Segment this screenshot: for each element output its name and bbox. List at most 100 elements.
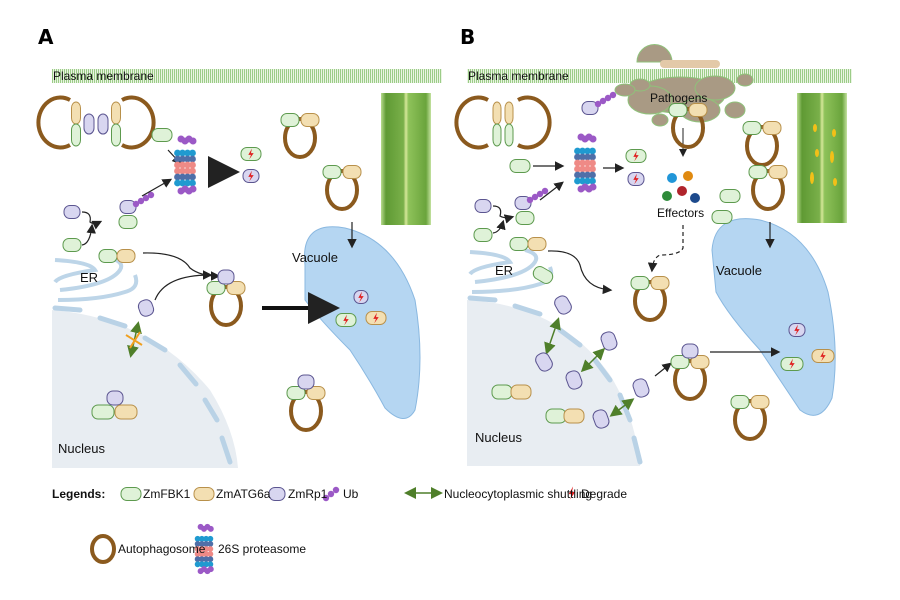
vacuole (711, 218, 836, 416)
zmfbk1 (71, 123, 81, 147)
zmatg6a (768, 165, 788, 179)
vacuole-label: Vacuole (292, 250, 338, 265)
zmrp1 (565, 370, 583, 390)
zmrp1 (97, 113, 109, 135)
zmrp1 (83, 113, 95, 135)
proteasome (574, 133, 597, 193)
legend: Legends: ZmFBK1 ZmATG6a ZmRp1 Ub Nucleoc… (52, 486, 627, 575)
ub-chain (594, 91, 617, 108)
subunit (194, 541, 201, 547)
vacuole (304, 226, 421, 419)
subunit (179, 179, 186, 187)
subunit (203, 541, 210, 547)
effector-4 (677, 186, 687, 196)
lightning-icon (633, 173, 639, 185)
effectors-label: Effectors (657, 206, 704, 220)
zmrp1 (217, 269, 235, 285)
plasma-membrane (467, 69, 852, 83)
zmatg6a (71, 101, 81, 125)
zmfbk1 (719, 189, 741, 203)
subunit (198, 535, 205, 542)
panel-b: B Plasma membrane ER Nucleus Vacuole (454, 25, 852, 466)
zmrp1 (600, 331, 618, 351)
subunit (574, 153, 581, 161)
subunit (207, 561, 214, 568)
autophagosome (673, 359, 707, 401)
zmfbk1 (111, 123, 121, 147)
autophagosome (733, 399, 767, 441)
autophagosome (633, 280, 667, 322)
autophagosome (283, 117, 317, 159)
autophagosome (325, 169, 359, 211)
zmatg6a (762, 121, 782, 135)
subunit (579, 147, 586, 155)
subunit (198, 561, 205, 568)
zmrp1 (632, 378, 650, 398)
zmrp1 (554, 295, 572, 315)
subunit (574, 165, 581, 173)
subunit (584, 153, 591, 161)
ub-bead (541, 187, 549, 195)
ub-bead (536, 190, 544, 198)
subunit (179, 155, 186, 163)
cap-bead (207, 566, 214, 573)
autophagosome-complex (668, 103, 708, 149)
subunit (203, 556, 210, 563)
autophagosome-complex (286, 374, 326, 432)
zmfbk1 (748, 165, 768, 179)
subunit (174, 179, 181, 187)
subunit (179, 149, 186, 157)
cap-bead (189, 137, 197, 145)
zmatg6a (306, 386, 326, 400)
ub-bead (594, 100, 602, 108)
lightning-icon (358, 291, 364, 303)
subunit (207, 556, 214, 563)
zmrp1 (592, 409, 610, 429)
zmatg6a (111, 101, 121, 125)
curved-arrow (154, 270, 213, 301)
subunit (584, 171, 591, 179)
subunit (203, 561, 210, 568)
arrow (539, 181, 564, 201)
nuclear-complex (91, 390, 138, 420)
cap-bead (589, 183, 597, 191)
legend-label-proteasome: 26S proteasome (218, 542, 306, 556)
subunit (579, 165, 586, 173)
effector-2 (683, 171, 693, 181)
zmfbk1 (670, 355, 690, 369)
subunit (194, 561, 201, 568)
ub-icon (322, 486, 340, 502)
zmrp1 (137, 299, 155, 317)
vacuole-label: Vacuole (716, 263, 762, 278)
zmrp1 (297, 374, 315, 390)
effector-1 (667, 173, 677, 183)
autophagosome-icon (90, 534, 116, 564)
plasma-membrane (52, 69, 442, 83)
zmfbk1 (668, 103, 688, 117)
autophagosome-dimer (454, 95, 552, 150)
effectors (662, 171, 700, 203)
lightning-icon (248, 148, 254, 160)
subunit (179, 161, 186, 169)
curved-arrow (81, 211, 103, 230)
er-label: ER (80, 270, 98, 285)
zmrp1 (581, 101, 599, 115)
subunit (198, 541, 205, 547)
autophagosome-complex (630, 276, 670, 322)
zmfbk1 (509, 237, 529, 251)
zmfbk1 (322, 165, 342, 179)
subunit (207, 546, 214, 552)
cap-bead (589, 135, 597, 143)
subunit (198, 556, 205, 563)
zmfbk1 (504, 123, 514, 147)
panel-letter-b: B (460, 25, 475, 49)
subunit (189, 155, 196, 163)
lightning-icon (633, 150, 639, 162)
zmatg6a (114, 404, 138, 420)
curved-arrow (492, 205, 515, 224)
zmatg6a (510, 384, 532, 400)
autophagosome-complex (280, 113, 320, 159)
subunit (589, 147, 596, 155)
proteasome (174, 135, 197, 195)
subunit (584, 177, 591, 185)
